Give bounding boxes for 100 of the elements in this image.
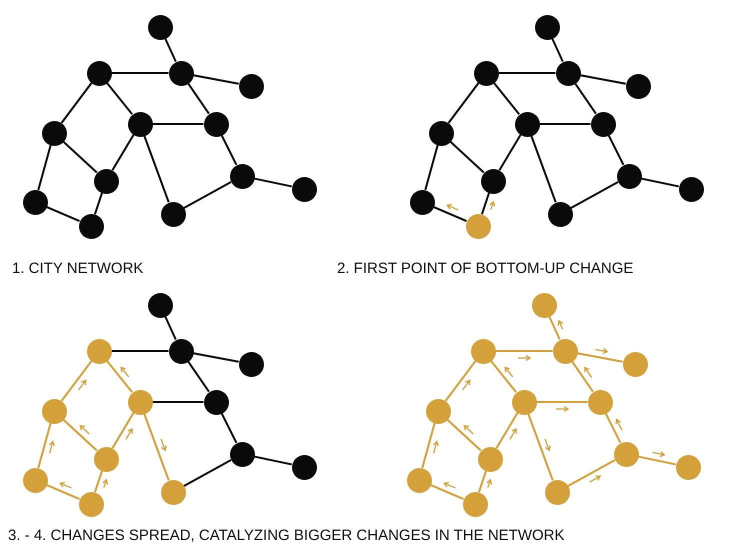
network-node [588, 390, 612, 414]
network-node [512, 390, 536, 414]
connector-line [112, 134, 134, 171]
panel-caption: 2. FIRST POINT OF BOTTOM-UP CHANGE [337, 260, 634, 278]
network-node [86, 60, 112, 86]
connector-line [106, 82, 133, 115]
connector-line [62, 140, 98, 174]
connector-line [112, 412, 134, 449]
connector-line [46, 206, 80, 222]
network-node [160, 480, 186, 504]
network-node [556, 60, 580, 86]
connector-line [551, 38, 564, 62]
connector-line [536, 401, 588, 403]
connector-line [106, 360, 133, 393]
connector-line [604, 412, 622, 444]
network-node [86, 338, 112, 364]
connector-line [152, 123, 204, 125]
connector-line [430, 484, 464, 500]
network-node [204, 112, 228, 136]
network-node [462, 492, 488, 516]
connector-line [433, 206, 467, 222]
connector-line [580, 74, 626, 85]
network-node [532, 292, 556, 318]
network-node [544, 480, 570, 504]
network-node [42, 120, 66, 146]
network-node [410, 190, 434, 214]
connector-line [46, 484, 80, 500]
network-node [426, 398, 450, 424]
connector-line [421, 422, 436, 468]
connector-line [37, 144, 52, 190]
connector-line [187, 82, 210, 114]
connector-line [183, 459, 232, 487]
network-node [204, 390, 228, 414]
connector-line [608, 134, 624, 166]
connector-line [448, 82, 480, 124]
network-node [480, 168, 506, 194]
network-node [626, 74, 650, 98]
network-node [230, 442, 254, 466]
network-node [614, 442, 638, 466]
connector-line [37, 422, 52, 468]
network-node [230, 164, 254, 188]
connector-line [548, 316, 561, 340]
network-node [552, 338, 578, 364]
connector-line [187, 360, 210, 392]
connector-line [493, 82, 520, 115]
connector-line [540, 123, 590, 125]
network-node [514, 112, 540, 136]
network-node [22, 190, 48, 214]
network-node [94, 446, 118, 472]
connector-line [498, 72, 556, 74]
network-node [548, 202, 572, 226]
network-node [622, 352, 648, 376]
connector-line [574, 82, 597, 114]
connector-line [570, 181, 619, 209]
connector-line [60, 360, 92, 402]
network-node [238, 352, 264, 376]
connector-line [571, 360, 594, 392]
connector-line [490, 360, 517, 393]
network-node [590, 112, 616, 136]
connector-line [446, 418, 482, 452]
connector-line [498, 134, 522, 171]
network-node [428, 120, 454, 146]
network-node [128, 112, 152, 136]
network-node [22, 468, 48, 492]
connector-line [143, 135, 170, 203]
connector-line [638, 456, 676, 466]
connector-line [481, 192, 490, 214]
network-node [534, 14, 560, 40]
connector-line [152, 401, 204, 403]
network-node [148, 14, 172, 40]
connector-line [94, 192, 103, 214]
network-node [78, 492, 104, 516]
connector-line [496, 350, 552, 352]
network-node [42, 398, 66, 424]
network-node [478, 446, 502, 472]
connector-line [527, 413, 554, 481]
connector-line [254, 178, 292, 188]
panel-caption: 3. - 4. CHANGES SPREAD, CATALYZING BIGGER CHANGES IN THE NETWORK [8, 527, 564, 545]
connector-line [62, 418, 98, 452]
network-node [292, 454, 316, 480]
network-node [292, 176, 316, 202]
connector-line [478, 470, 487, 492]
connector-line [254, 456, 292, 466]
connector-line [143, 413, 170, 481]
network-node [406, 468, 432, 492]
connector-line [220, 134, 238, 166]
connector-line [530, 135, 557, 203]
connector-line [424, 144, 439, 190]
connector-line [60, 82, 92, 124]
connector-line [112, 350, 168, 352]
connector-line [112, 72, 168, 74]
network-node [676, 454, 700, 480]
network-node [678, 176, 704, 202]
connector-line [193, 74, 239, 85]
network-node [160, 202, 186, 226]
connector-line [220, 412, 238, 444]
connector-line [164, 38, 177, 62]
network-node [168, 338, 194, 364]
connector-line [450, 140, 484, 174]
network-node [616, 164, 642, 188]
